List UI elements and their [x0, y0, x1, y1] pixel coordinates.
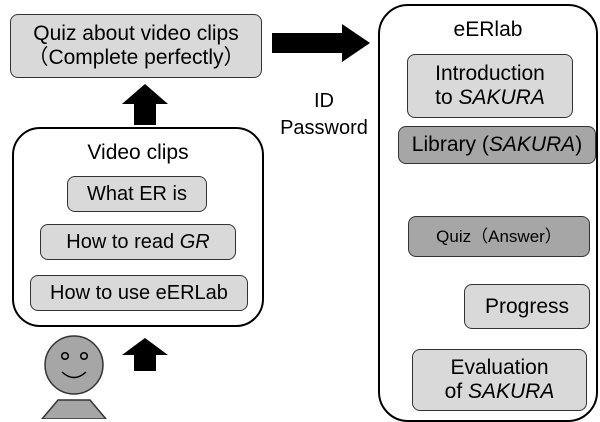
quiz-video-clips-box: Quiz about video clips （Complete perfect… [10, 14, 262, 78]
video-clip-label: How to use eERLab [50, 281, 228, 304]
person-icon [41, 335, 107, 419]
arrow-right-icon [272, 24, 370, 62]
video-clip-label-italic: GR [179, 230, 210, 253]
credentials-label: ID Password [274, 88, 374, 142]
progress-box: Progress [464, 284, 590, 329]
video-clip-item: How to read GR [40, 224, 236, 260]
arrow-up-icon [122, 338, 168, 371]
video-clips-title: Video clips [87, 141, 189, 164]
password-label: Password [280, 117, 368, 139]
video-clip-label: What ER is [86, 182, 188, 205]
introduction-line1: Introduction [435, 62, 545, 86]
library-label-suffix: ) [575, 133, 583, 157]
evaluation-line2: of SAKURA [444, 380, 555, 403]
quiz-video-clips-title: Quiz about video clips [33, 22, 239, 46]
library-label-italic: SAKURA [488, 133, 576, 157]
progress-label: Progress [484, 294, 570, 318]
video-clip-item: How to use eERLab [30, 275, 248, 311]
quiz-answer-label: Quiz（Answer） [436, 226, 562, 246]
quiz-video-clips-subtitle: （Complete perfectly） [27, 46, 245, 69]
quiz-answer-box: Quiz（Answer） [408, 216, 590, 257]
evaluation-box: Evaluation of SAKURA [412, 349, 587, 411]
video-clip-label: How to read [66, 230, 180, 253]
library-label: Library ( [411, 133, 489, 157]
evaluation-line1: Evaluation [450, 356, 549, 380]
video-clip-item: What ER is [67, 176, 207, 212]
id-label: ID [314, 90, 334, 112]
eerlab-title: eERlab [453, 18, 523, 41]
library-box: Library (SAKURA) [398, 126, 596, 164]
arrow-up-icon [122, 84, 168, 125]
introduction-line2: to SAKURA [435, 86, 545, 109]
introduction-box: Introduction to SAKURA [407, 54, 573, 118]
